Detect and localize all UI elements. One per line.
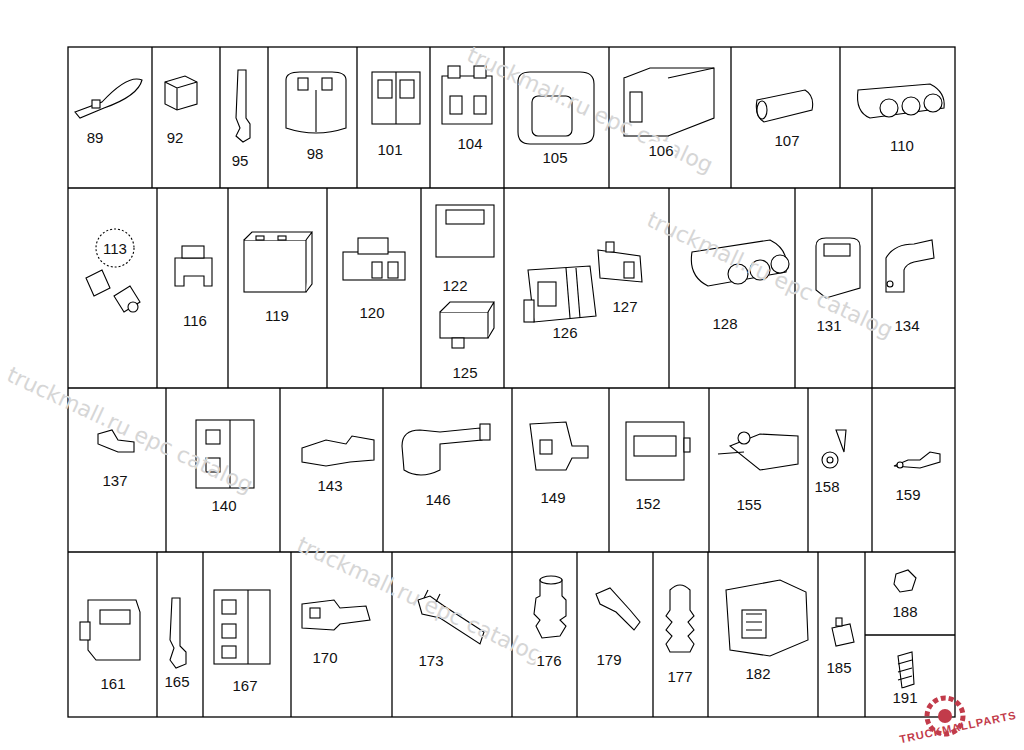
callout-number: 149 [539,489,566,506]
callout-number: 176 [535,652,562,669]
callout-number: 120 [358,304,385,321]
callout-number: 182 [744,665,771,682]
callout-number: 143 [316,477,343,494]
callout-number: 155 [735,496,762,513]
grid-lines [68,47,955,717]
callout-number: 140 [210,497,237,514]
callout-number: 170 [311,649,338,666]
callout-number: 161 [99,675,126,692]
callout-number: 107 [773,132,800,149]
callout-number: 191 [891,689,918,706]
callout-number: 179 [595,651,622,668]
callout-number: 105 [541,149,568,166]
part-drawings [75,66,944,688]
callout-number: 122 [441,277,468,294]
callout-number: 131 [815,317,842,334]
callout-number: 185 [825,659,852,676]
callout-number: 110 [889,137,915,154]
callout-number: 146 [424,491,451,508]
callout-number: 101 [376,141,403,158]
callout-number: 119 [264,307,290,324]
callout-number: 126 [551,324,578,341]
callout-number: 113 [102,240,128,257]
callout-number: 173 [417,652,444,669]
callout-number: 127 [611,298,638,315]
callout-number: 152 [634,495,661,512]
callout-number: 159 [894,486,921,503]
callout-number: 106 [647,142,674,159]
callout-number: 104 [456,135,483,152]
callout-number: 92 [166,129,185,146]
callout-number: 116 [182,312,208,329]
callout-number: 95 [231,152,250,169]
callout-number: 128 [711,315,738,332]
callout-number: 125 [451,364,478,381]
callout-number: 177 [666,668,693,685]
callout-number: 89 [86,129,105,146]
callout-number: 134 [893,317,920,334]
callout-number: 165 [163,673,190,690]
callout-number: 98 [306,145,325,162]
logo-text: TRUCKMALLPARTS [899,708,1018,745]
callout-number: 158 [813,478,840,495]
callout-number: 137 [101,472,128,489]
callout-number: 167 [231,677,258,694]
callout-number: 188 [891,603,918,620]
